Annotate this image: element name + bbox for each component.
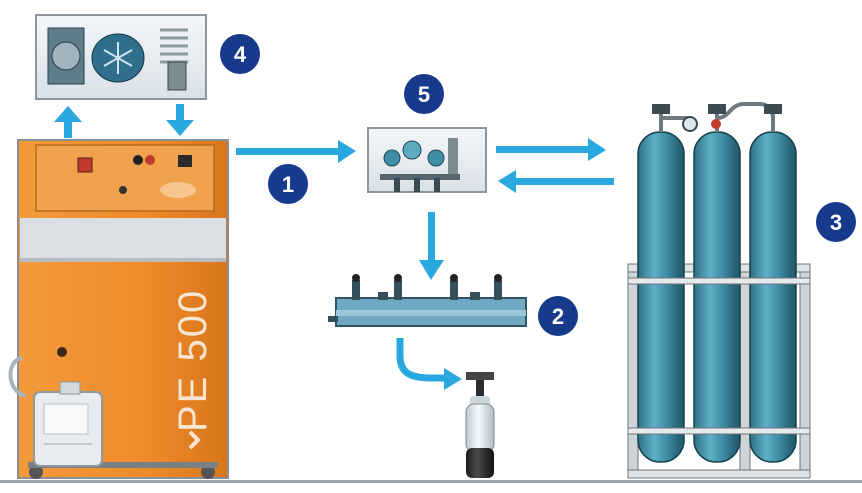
- badge-4-label: 4: [234, 42, 247, 67]
- arrow-up-to-cooler: [54, 106, 82, 138]
- arrow-to-tank: [396, 338, 462, 390]
- arrow-to-manifold: [419, 212, 444, 280]
- water-canister: [33, 381, 103, 467]
- badge-1-label: 1: [282, 172, 294, 197]
- badge-3: 3: [816, 202, 856, 242]
- badge-4: 4: [220, 34, 260, 74]
- badge-3-label: 3: [830, 210, 842, 235]
- storage-cylinder-bank: [627, 102, 811, 479]
- badge-2-label: 2: [552, 304, 564, 329]
- ground-line: [0, 480, 862, 483]
- brand-chevron-icon: [188, 430, 201, 450]
- arrow-down-from-cooler: [166, 104, 194, 136]
- badge-2: 2: [538, 296, 578, 336]
- control-box: [367, 127, 487, 193]
- arrow-from-cylinders: [498, 170, 614, 193]
- machine-label: PE 500: [171, 289, 215, 432]
- filling-manifold: [328, 274, 527, 327]
- compressor-machine: PE 500: [8, 139, 229, 479]
- breathing-air-tank: [465, 372, 495, 478]
- badge-1: 1: [268, 164, 308, 204]
- flow-arrows: [54, 104, 614, 390]
- cooling-unit: [35, 14, 207, 100]
- arrow-to-cylinders: [496, 138, 606, 161]
- badge-5-label: 5: [418, 82, 430, 107]
- arrow-to-control-box: [236, 140, 356, 163]
- badge-5: 5: [404, 74, 444, 114]
